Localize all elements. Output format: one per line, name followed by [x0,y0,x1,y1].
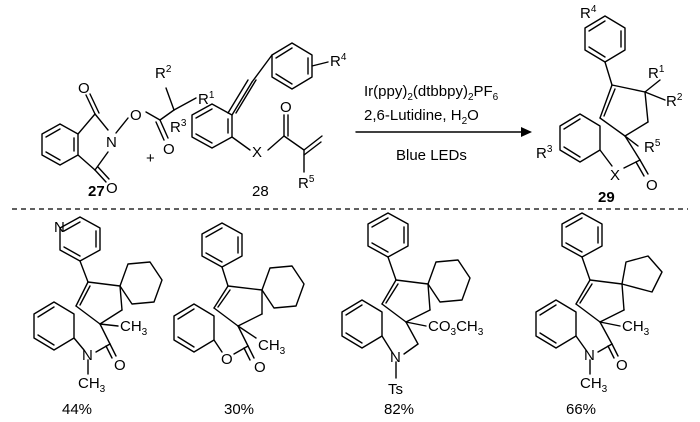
substituent-r3-label: R3 [536,144,553,162]
atom-n-label: N [584,347,595,364]
yield-label-3: 82% [384,401,414,418]
atom-o-label: O [646,177,658,194]
atom-o-label: O [130,107,142,124]
atom-o-label: O [114,357,126,374]
example-1-structure [33,216,163,375]
product-29-structure [559,15,666,177]
substituent-r4-label: R4 [330,52,347,70]
n-methyl-label: CH3 [78,375,106,395]
substituent-r4-label: R4 [580,4,597,22]
light-source-label: Blue LEDs [396,147,467,164]
methyl-label: CH3 [622,318,650,338]
substituent-r2-label: R2 [666,92,683,110]
atom-n-label: N [54,219,65,236]
atom-o-label: O [221,351,233,368]
yield-label-2: 30% [224,401,254,418]
reagent-27-structure [41,87,197,183]
example-4-structure [535,212,663,375]
atom-x-label: X [252,144,262,161]
atom-n-label: N [390,349,401,366]
ester-label: CO3CH3 [428,318,484,338]
atom-o-label: O [106,180,118,197]
compound-number-27: 27 [88,183,105,200]
substituent-r1-label: R1 [648,64,665,82]
methyl-label: CH3 [258,337,286,357]
atom-o-label: O [78,80,90,97]
substituent-r5-label: R5 [298,174,315,192]
atom-o-label: O [254,359,266,376]
atom-o-label: O [280,99,292,116]
substituent-r5-label: R5 [644,138,661,156]
atom-o-label: O [163,141,175,158]
yield-label-1: 44% [62,401,92,418]
arrow-head [521,127,532,137]
atom-x-label: X [610,167,620,184]
atom-n-label: N [82,347,93,364]
example-3-structure [341,212,471,379]
substituent-r1-label: R1 [198,90,215,108]
tosyl-label: Ts [388,381,403,398]
substituent-r3-label: R3 [170,118,187,136]
example-2-structure [173,222,305,361]
reagent-28-structure [191,42,329,173]
yield-label-4: 66% [566,401,596,418]
atom-o-label: O [616,357,628,374]
methyl-label: CH3 [120,318,148,338]
compound-number-28: 28 [252,183,269,200]
substituent-r2-label: R2 [155,64,172,82]
catalyst-label: Ir(ppy)2(dtbbpy)2PF6 [364,83,499,103]
atom-n-label: N [106,134,117,151]
plus-sign: + [146,150,155,167]
n-methyl-label: CH3 [580,375,608,395]
base-label: 2,6-Lutidine, H2O [364,107,479,127]
compound-number-29: 29 [598,189,615,206]
